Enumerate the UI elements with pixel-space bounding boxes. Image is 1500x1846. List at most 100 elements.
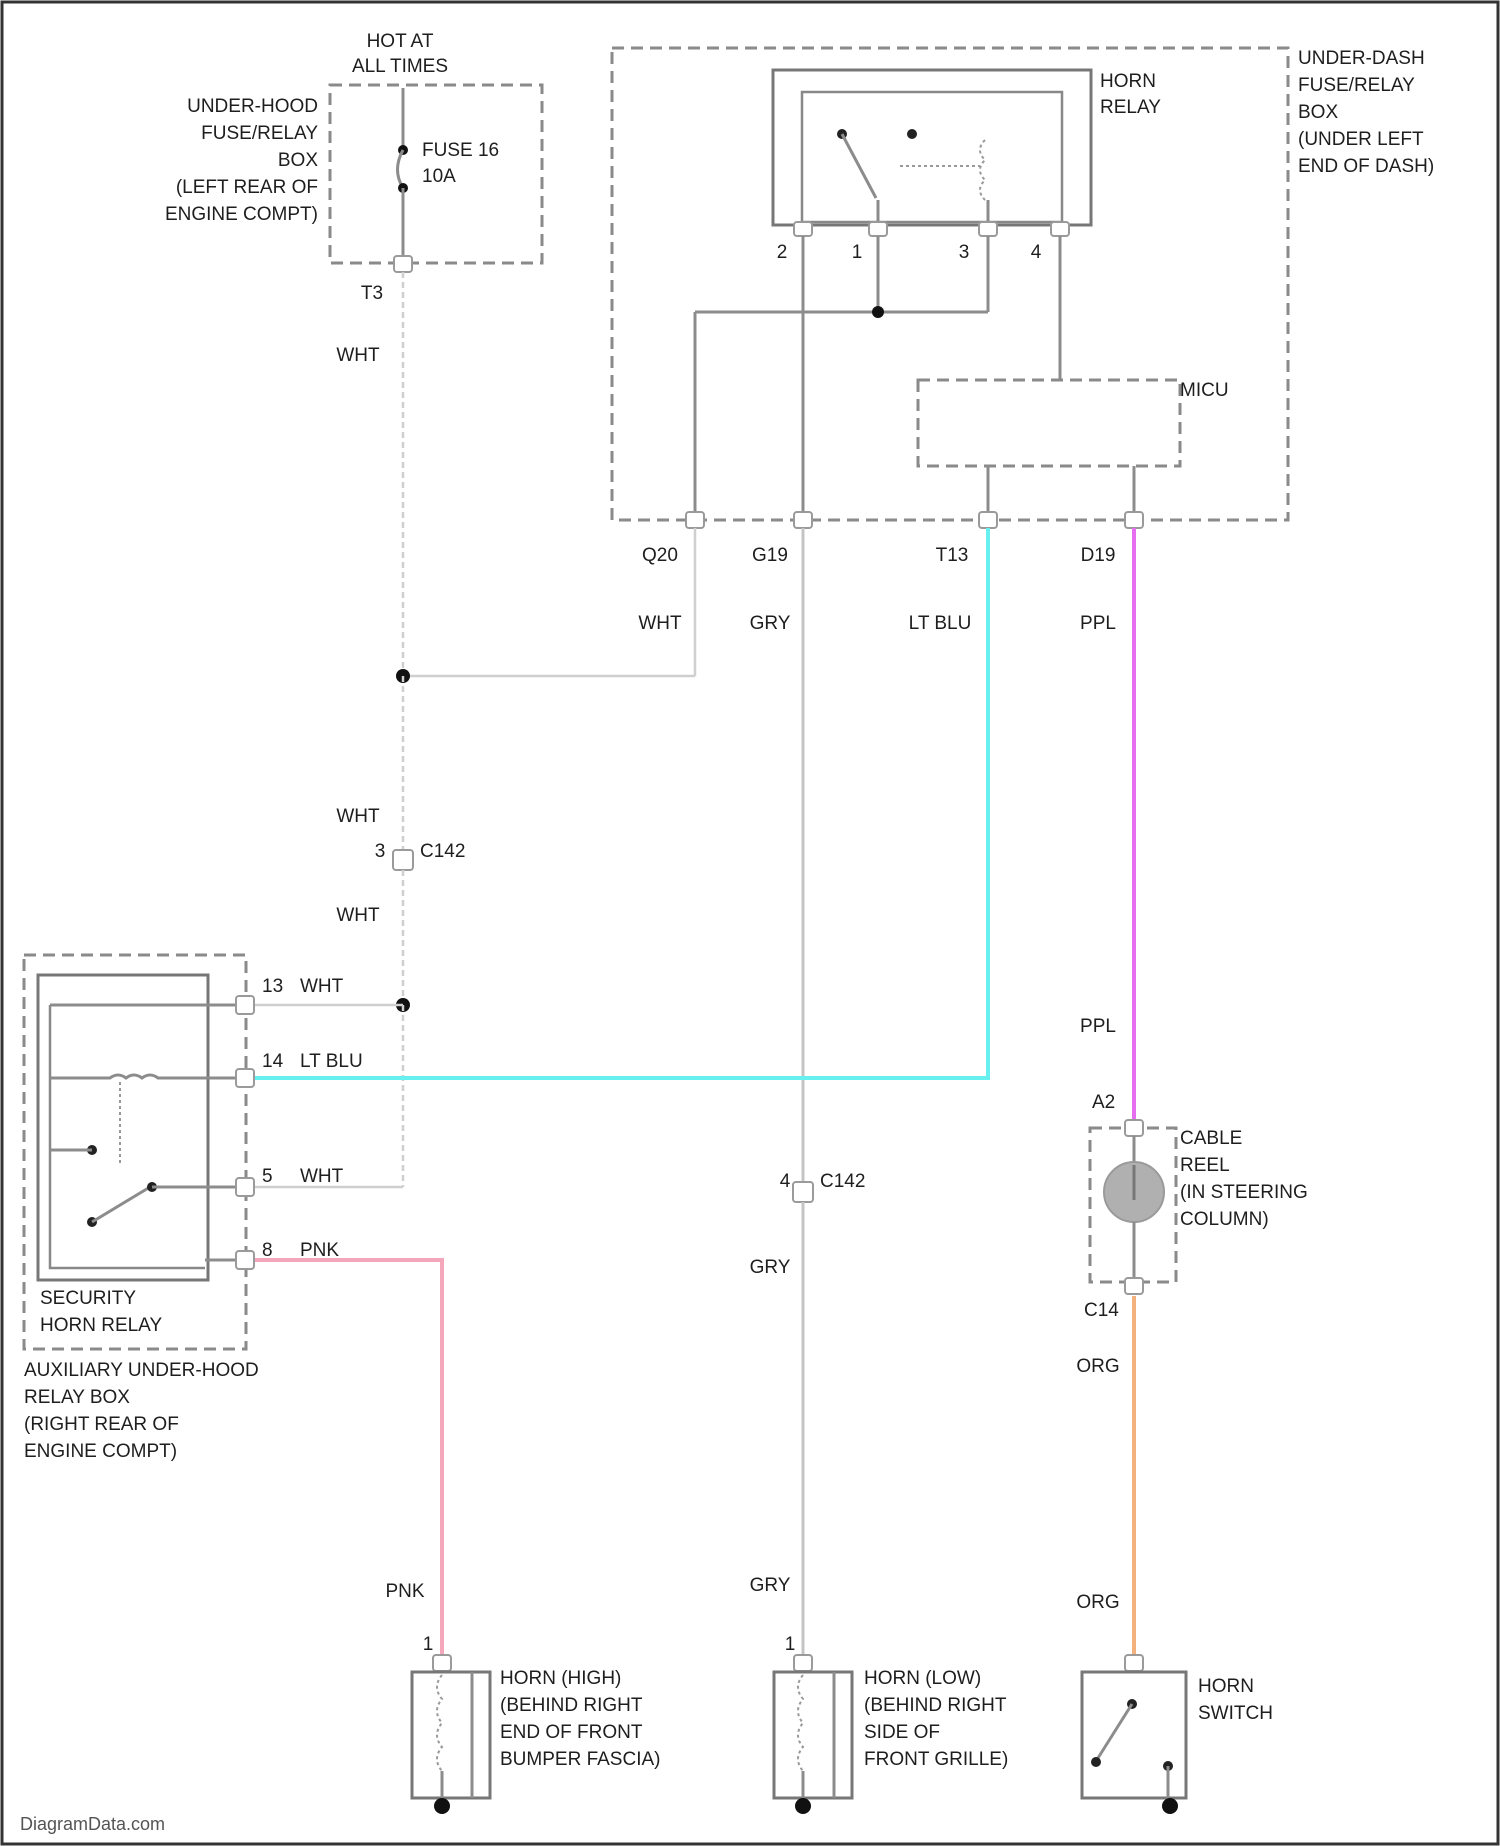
fuse-terminal-label: T3 (361, 283, 383, 304)
horn-high-ground (434, 1798, 450, 1814)
horn-switch-connector (1125, 1655, 1143, 1671)
relay-switch-arm (842, 134, 876, 198)
horn-high-label-1: HORN (HIGH) (500, 1668, 621, 1689)
horn-relay-label-1: HORN (1100, 71, 1156, 92)
horn-switch-arm (1098, 1704, 1132, 1758)
micu-box (918, 380, 1180, 466)
under-hood-label-4: (LEFT REAR OF (176, 177, 318, 198)
horn-switch-ground (1162, 1798, 1178, 1814)
c142-a-label: C142 (420, 841, 465, 862)
gry-wire-label-2: GRY (750, 1257, 791, 1278)
horn-high-coil-icon (437, 1675, 442, 1771)
horn-low-coil-icon (798, 1675, 803, 1771)
security-relay-outer (38, 975, 208, 1280)
horn-relay: HORN RELAY (773, 70, 1161, 225)
horn-high-body (412, 1672, 490, 1798)
wire-label-ltblu-t13: LT BLU (909, 613, 972, 634)
under-dash-label-3: BOX (1298, 102, 1338, 123)
cable-reel: A2 CABLE REEL (IN STEERING COLUMN) C14 (1084, 1092, 1308, 1321)
terminal-g19-label: G19 (752, 545, 788, 566)
under-dash-label-5: END OF DASH) (1298, 156, 1434, 177)
horn-low-label-4: FRONT GRILLE) (864, 1749, 1008, 1770)
svg-text:HOT AT: HOT AT (367, 31, 434, 52)
lt-blu-wire (252, 528, 988, 1078)
relay-pin-2-label: 2 (777, 242, 788, 263)
relay-pin-1 (869, 222, 887, 236)
horn-relay-label-2: RELAY (1100, 97, 1161, 118)
horn-switch-label-1: HORN (1198, 1676, 1254, 1697)
relay-pin-1-label: 1 (852, 242, 863, 263)
hot-at-all-times-line2: ALL TIMES (352, 56, 448, 77)
relay-pin-3-label: 3 (959, 242, 970, 263)
under-hood-label-3: BOX (278, 150, 318, 171)
org-wire-label-2: ORG (1076, 1592, 1119, 1613)
cable-reel-connector-bottom (1125, 1278, 1143, 1294)
ppl-wire-label-2: PPL (1080, 1016, 1116, 1037)
relay-bus-splice (872, 306, 884, 318)
cable-reel-connector-top (1125, 1120, 1143, 1136)
security-relay-switch-arm (92, 1187, 150, 1222)
terminal-q20 (686, 512, 704, 528)
aux-box-label-2: RELAY BOX (24, 1387, 130, 1408)
wire-label-wht-q20: WHT (638, 613, 682, 634)
horn-switch-body (1082, 1672, 1186, 1798)
security-pin-14-wire: LT BLU (300, 1051, 363, 1072)
fuse-terminal-connector (394, 256, 412, 272)
c142-b-pin: 4 (780, 1171, 791, 1192)
relay-pin-4 (1051, 222, 1069, 236)
security-pin-5 (236, 1178, 254, 1196)
horn-low-label-2: (BEHIND RIGHT (864, 1695, 1007, 1716)
under-dash-fuse-box: UNDER-DASH FUSE/RELAY BOX (UNDER LEFT EN… (612, 48, 1434, 566)
horn-high-connector (433, 1655, 451, 1671)
fuse-element-icon (398, 150, 404, 188)
cable-reel-pin-a2: A2 (1092, 1092, 1115, 1113)
aux-box-label-3: (RIGHT REAR OF (24, 1414, 179, 1435)
aux-box-label-1: AUXILIARY UNDER-HOOD (24, 1360, 259, 1381)
terminal-d19-label: D19 (1081, 545, 1116, 566)
security-pin-13 (236, 996, 254, 1014)
wht-wire-label-3: WHT (336, 905, 380, 926)
wire-label-ppl-d19: PPL (1080, 613, 1116, 634)
horn-high-label-2: (BEHIND RIGHT (500, 1695, 643, 1716)
security-pin-5-wire: WHT (300, 1166, 344, 1187)
horn-switch-contact-left (1091, 1757, 1101, 1767)
relay-pin-4-label: 4 (1031, 242, 1042, 263)
horn-low-connector (794, 1655, 812, 1671)
horn-relay-inner (802, 92, 1062, 222)
under-hood-label-1: UNDER-HOOD (187, 96, 318, 117)
security-pin-14 (236, 1069, 254, 1087)
micu-label: MICU (1180, 380, 1229, 401)
horn-low-label-3: SIDE OF (864, 1722, 940, 1743)
relay-coil-icon (980, 140, 985, 200)
terminal-t13-label: T13 (936, 545, 969, 566)
horn-high: 1 HORN (HIGH) (BEHIND RIGHT END OF FRONT… (412, 1634, 660, 1814)
gry-wire-label-3: GRY (750, 1575, 791, 1596)
relay-pin-2 (794, 222, 812, 236)
c142-connector-a (393, 850, 413, 870)
fuse-rating: 10A (422, 166, 456, 187)
horn-switch: HORN SWITCH (1082, 1655, 1273, 1814)
security-relay-coil-icon (50, 1075, 240, 1078)
horn-low-ground (795, 1798, 811, 1814)
security-relay-label-1: SECURITY (40, 1288, 136, 1309)
under-hood-label-2: FUSE/RELAY (201, 123, 318, 144)
cable-reel-label-3: (IN STEERING (1180, 1182, 1308, 1203)
relay-pin-3 (979, 222, 997, 236)
aux-box-label-4: ENGINE COMPT) (24, 1441, 177, 1462)
c142-b-label: C142 (820, 1171, 865, 1192)
wht-wire-label-2: WHT (336, 806, 380, 827)
security-pin-13-number: 13 (262, 976, 283, 997)
under-dash-label-4: (UNDER LEFT (1298, 129, 1424, 150)
wire-label-gry-g19: GRY (750, 613, 791, 634)
cable-reel-label-1: CABLE (1180, 1128, 1242, 1149)
c142-connector-b (793, 1182, 813, 1202)
horn-high-pin: 1 (423, 1634, 434, 1655)
security-pin-8-wire: PNK (300, 1240, 339, 1261)
security-pin-5-number: 5 (262, 1166, 273, 1187)
horn-high-label-3: END OF FRONT (500, 1722, 643, 1743)
horn-low-label-1: HORN (LOW) (864, 1668, 981, 1689)
cable-reel-pin-c14: C14 (1084, 1300, 1119, 1321)
under-hood-label-5: ENGINE COMPT) (165, 204, 318, 225)
